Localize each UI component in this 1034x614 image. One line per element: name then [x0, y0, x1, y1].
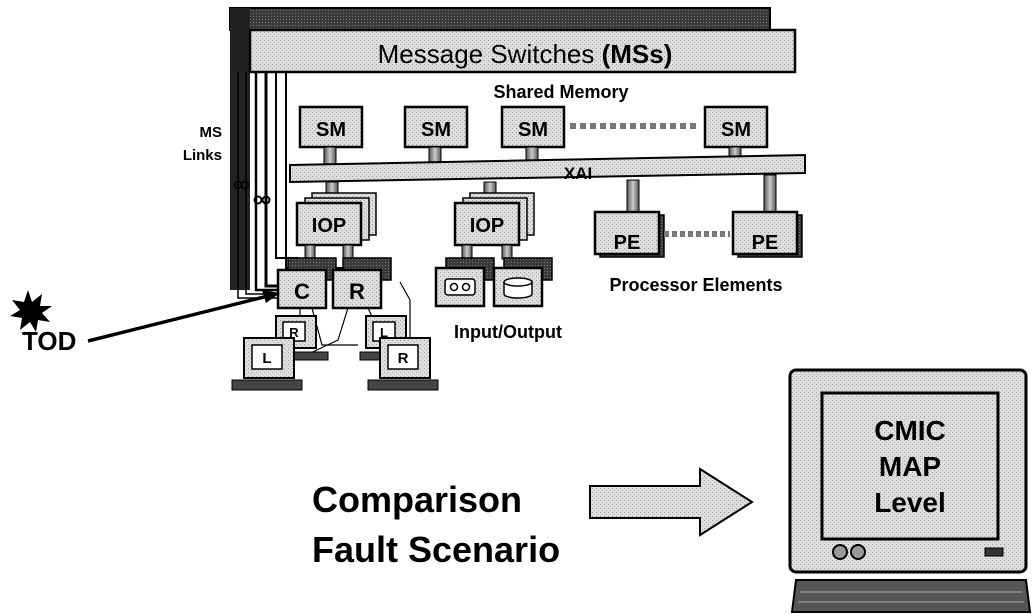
arrow-head-icon	[262, 290, 280, 303]
keyboard-icon	[790, 579, 1032, 613]
tape-reel-icon	[449, 282, 459, 292]
io-disk-device	[492, 257, 553, 308]
keyboard-icon	[231, 379, 303, 391]
sm-label: SM	[316, 119, 346, 141]
message-switches-bar: Message Switches (MSs)	[229, 7, 797, 290]
iop-label: IOP	[470, 215, 504, 237]
sm-label: SM	[721, 119, 751, 141]
monitor-line1: CMIC	[874, 415, 946, 446]
message-switches-label: Message Switches (MSs)	[378, 39, 673, 69]
pe-label: PE	[752, 232, 779, 254]
ms-links-line1: MS	[200, 124, 223, 141]
sm-module-2: SM	[403, 105, 469, 166]
pe-module-2: PE	[731, 174, 803, 258]
shared-memory-title: Shared Memory	[493, 82, 628, 102]
terminal-l-label: L	[380, 325, 388, 340]
terminal-r-label: R	[289, 325, 299, 340]
controller-r-label: R	[349, 279, 365, 304]
terminal-l-left: L	[231, 337, 303, 391]
pe-module-1: PE	[593, 179, 665, 258]
tod-arrow	[87, 294, 269, 343]
monitor-line2: MAP	[879, 451, 941, 482]
controller-c: C	[276, 257, 337, 310]
iop-left: IOP	[295, 181, 377, 260]
processor-elements-title: Processor Elements	[609, 275, 782, 295]
tod-label: TOD	[22, 326, 76, 356]
sm-module-3: SM	[500, 105, 566, 166]
drive-slot-icon	[984, 547, 1004, 557]
pe-label: PE	[614, 232, 641, 254]
right-arrow-icon	[589, 467, 754, 537]
burst-icon	[10, 290, 52, 332]
xai-bus: XAI	[289, 153, 806, 184]
sm-label: SM	[421, 119, 451, 141]
keyboard-icon	[367, 379, 439, 391]
controller-c-label: C	[294, 279, 310, 304]
power-knob-icon	[832, 544, 848, 560]
xai-label: XAI	[564, 164, 592, 183]
terminal-r-label: R	[398, 350, 409, 367]
input-output-title: Input/Output	[454, 322, 562, 342]
tod-fault: TOD	[10, 290, 280, 356]
terminal-l-label: L	[262, 350, 271, 367]
monitor-screen	[820, 391, 1000, 541]
ms-links-line2: Links	[183, 147, 222, 164]
iop-label: IOP	[312, 215, 346, 237]
ms-backplane-edge	[230, 8, 250, 290]
power-knob-icon	[850, 544, 866, 560]
scenario-line1: Comparison	[312, 479, 522, 520]
terminal-r-right: R	[367, 337, 439, 391]
controller-r: R	[331, 257, 392, 310]
terminal-r-left: R	[269, 315, 329, 361]
tape-reel-icon	[461, 282, 471, 292]
scenario-line2: Fault Scenario	[312, 529, 560, 570]
iop-center: IOP	[453, 181, 535, 260]
monitor: CMIC MAP Level	[788, 368, 1032, 613]
sm-module-1: SM	[298, 105, 364, 166]
sm-label: SM	[518, 119, 548, 141]
disk-icon	[503, 277, 533, 299]
monitor-line3: Level	[874, 487, 946, 518]
io-tape-device	[434, 257, 495, 308]
